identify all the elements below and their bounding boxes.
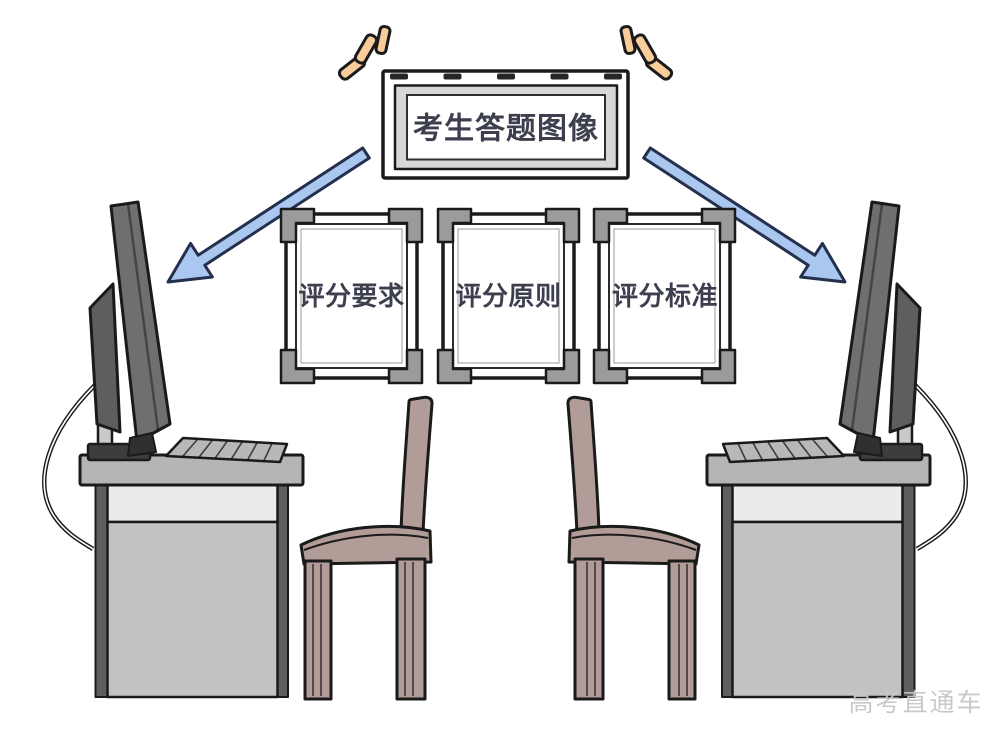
banner-top-dashes bbox=[390, 73, 622, 80]
arrow-to-right-workstation-icon bbox=[642, 146, 847, 284]
sparkle-right-icon bbox=[619, 24, 674, 81]
right-desk-drawer-strip bbox=[731, 482, 904, 524]
answer-image-board: 考生答题图像 bbox=[381, 69, 630, 180]
left-chair-back-leg bbox=[395, 557, 427, 701]
left-workstation bbox=[42, 200, 305, 699]
right-chair bbox=[566, 395, 701, 701]
right-monitor-hinge bbox=[853, 432, 883, 457]
left-monitor-back-cover bbox=[88, 282, 122, 434]
poster-scoring-principles: 评分原则 bbox=[436, 207, 581, 385]
banner-inner-panel bbox=[406, 94, 606, 161]
right-keyboard bbox=[721, 436, 846, 464]
right-keyboard-key-lines bbox=[737, 438, 829, 462]
right-chair-backrest bbox=[566, 395, 601, 535]
watermark-text: 高考直通车 bbox=[848, 689, 983, 717]
left-chair-front-leg bbox=[303, 559, 333, 701]
left-desk-leg bbox=[94, 483, 109, 698]
right-desk-body bbox=[731, 520, 904, 699]
right-desk-leg bbox=[901, 483, 916, 698]
left-chair bbox=[299, 395, 434, 701]
right-monitor bbox=[838, 200, 901, 444]
right-chair-seat bbox=[567, 524, 701, 566]
arrow-to-left-workstation-icon bbox=[166, 146, 371, 284]
right-monitor-back-cover bbox=[888, 282, 922, 434]
right-chair-front-leg bbox=[667, 559, 697, 701]
poster-scoring-standards: 评分标准 bbox=[592, 207, 737, 385]
left-monitor bbox=[109, 200, 172, 444]
left-chair-seat bbox=[299, 524, 433, 566]
poster-label: 评分标准 bbox=[612, 281, 718, 311]
left-keyboard bbox=[164, 436, 289, 464]
left-desk-drawer-strip bbox=[106, 482, 279, 524]
left-chair-backrest bbox=[399, 395, 434, 535]
banner-title: 考生答题图像 bbox=[413, 113, 599, 146]
poster-scoring-requirements: 评分要求 bbox=[279, 207, 424, 385]
poster-label: 评分原则 bbox=[455, 281, 561, 311]
right-chair-back-leg bbox=[573, 557, 605, 701]
right-workstation bbox=[705, 200, 968, 699]
left-keyboard-key-lines bbox=[181, 438, 273, 462]
left-desk-body bbox=[106, 520, 279, 699]
poster-label: 评分要求 bbox=[298, 281, 404, 311]
left-monitor-hinge bbox=[127, 432, 157, 457]
sparkle-left-icon bbox=[337, 24, 392, 81]
